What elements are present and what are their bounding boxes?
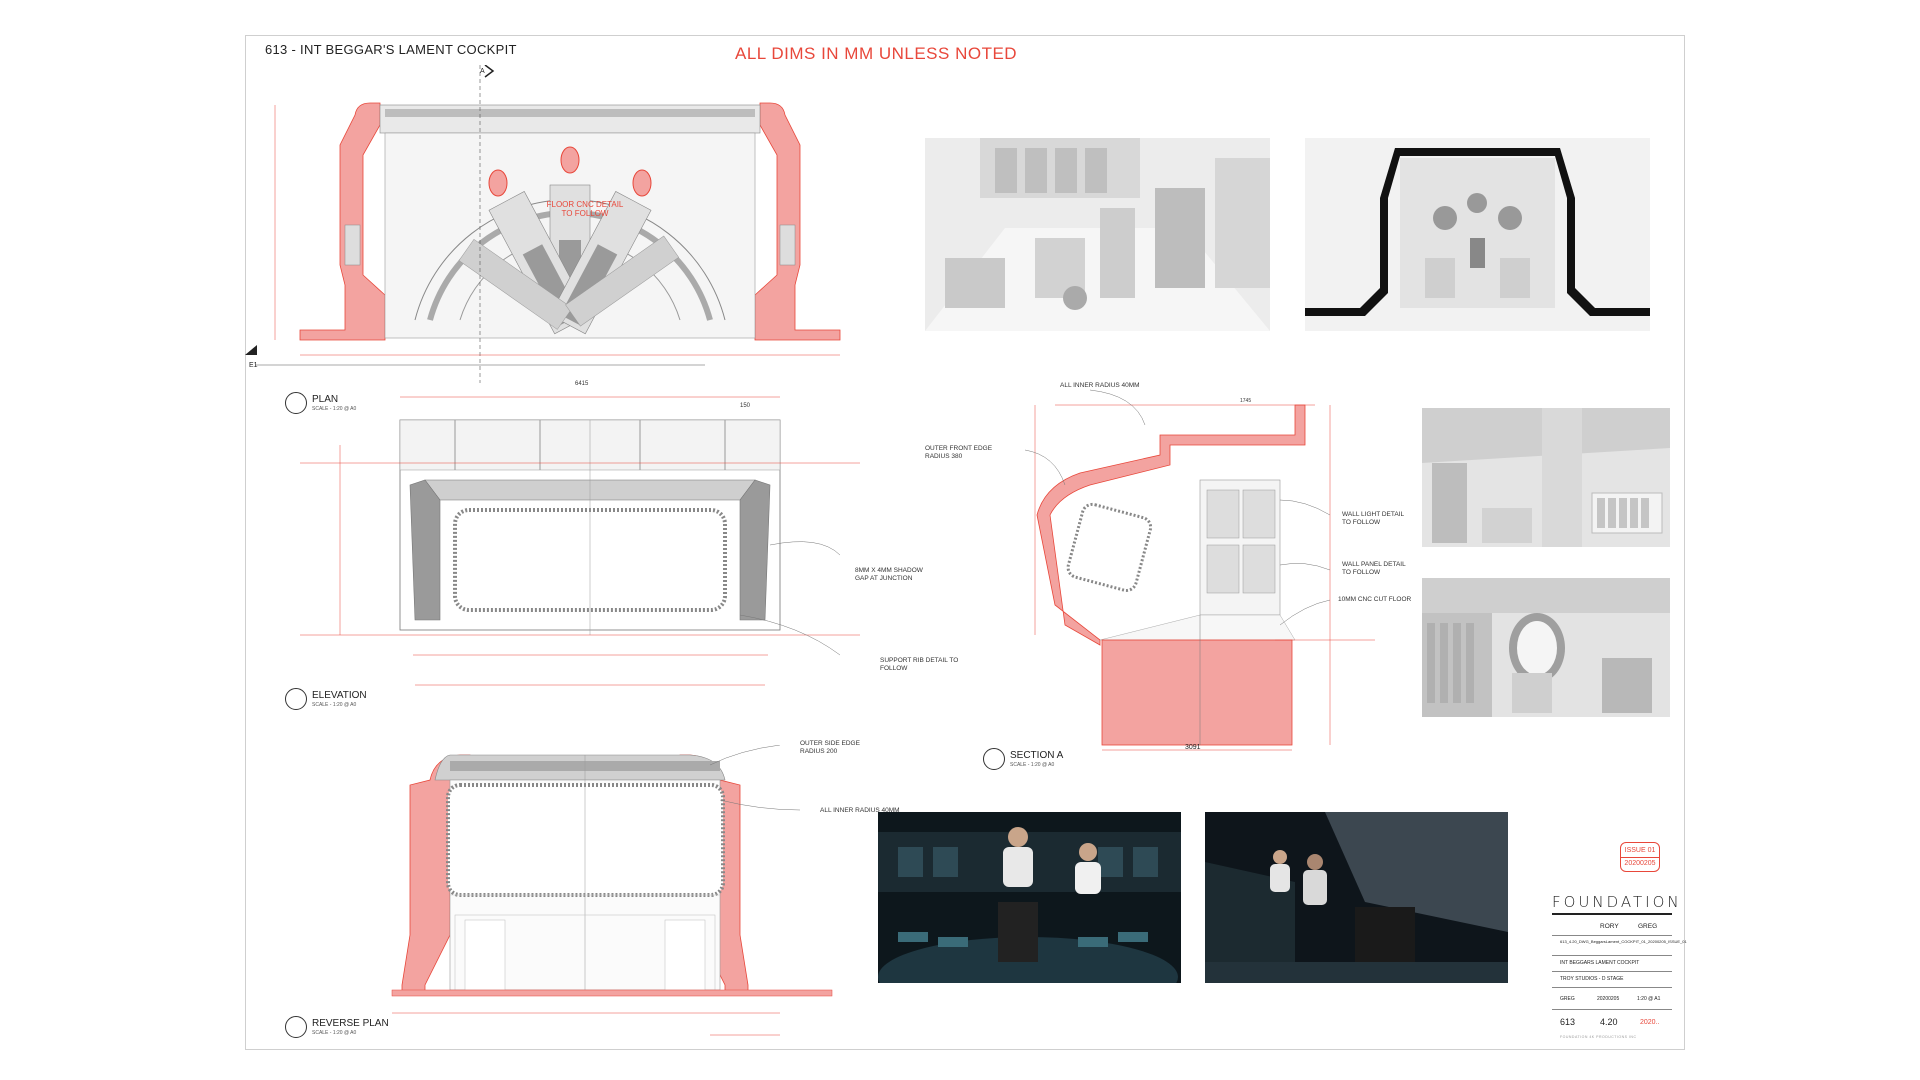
tb-location: TROY STUDIOS - D STAGE <box>1560 976 1624 982</box>
tb-set-no: 613 <box>1560 1017 1576 1027</box>
reverse-plan-view-marker <box>285 1016 307 1038</box>
render-cockpit-top-section <box>1305 138 1650 331</box>
photo-set-actors-side <box>1205 812 1508 983</box>
tb-file-name: 613_4.20_DWG_BeggarsLament_COCKPIT_01_20… <box>1560 939 1687 944</box>
tb-drawing-title: INT BEGGARS LAMENT COCKPIT <box>1560 960 1640 966</box>
sheet-title: 613 - INT BEGGAR'S LAMENT COCKPIT <box>265 42 517 57</box>
reverse-plan-inner-radius-note: ALL INNER RADIUS 40MM <box>820 807 900 814</box>
section-a-bottom-dim: 3091 <box>1185 744 1201 751</box>
plan-seat-left <box>488 169 508 197</box>
tb-designer: GREG <box>1560 996 1575 1002</box>
tb-print-date: 2020.. <box>1640 1019 1660 1026</box>
section-a-outer-front-note: OUTER FRONT EDGE RADIUS 380 <box>925 445 993 460</box>
drawing-sheet-border <box>245 35 1685 1050</box>
plan-section-marker-top: A <box>480 68 485 75</box>
photo-set-actors-front <box>878 812 1181 983</box>
plan-overall-dim: 6415 <box>575 381 589 387</box>
dims-note: ALL DIMS IN MM UNLESS NOTED <box>735 44 1018 63</box>
tb-checked: GREG <box>1638 923 1658 930</box>
tb-scale: 1:20 @ A1 <box>1637 996 1661 1002</box>
section-a-base <box>1101 639 1293 746</box>
elevation-top-dim: 150 <box>740 403 751 409</box>
section-a-cnc-floor-note: 10MM CNC CUT FLOOR <box>1338 596 1412 603</box>
render-cockpit-interior-upper <box>1422 408 1670 547</box>
section-a-top-dim: 1745 <box>1240 398 1251 404</box>
issue-stamp: ISSUE 01 20200205 <box>1620 842 1660 872</box>
foundation-logo: FOUNDATION <box>1552 893 1682 911</box>
section-a-view-marker <box>983 748 1005 770</box>
tb-date: 20200205 <box>1597 996 1620 1002</box>
tb-footer: FOUNDATION 4K PRODUCTIONS INC <box>1560 1035 1637 1039</box>
plan-view-marker <box>285 392 307 414</box>
elevation-shadow-gap-note: 8MM X 4MM SHADOW GAP AT JUNCTION <box>855 567 923 582</box>
plan-drawing: E1 A 6415 FLOOR CNC DETAIL TO FOLLOW <box>245 65 841 387</box>
section-a-inner-radius-note: ALL INNER RADIUS 40MM <box>1060 382 1140 389</box>
section-a-window <box>1066 502 1153 592</box>
plan-elevation-marker: E1 <box>249 362 258 369</box>
reverse-plan-outer-side-note: OUTER SIDE EDGE RADIUS 200 <box>800 740 860 755</box>
reverse-plan-drawing <box>391 745 833 1036</box>
tb-drawn-by: RORY <box>1600 923 1619 930</box>
elevation-drawing: 150 <box>300 396 860 686</box>
reverse-plan-window <box>446 783 725 897</box>
issue-date: 20200205 <box>1621 857 1659 870</box>
section-a-wall-light-note: WALL LIGHT DETAIL TO FOLLOW <box>1342 511 1404 526</box>
render-cockpit-interior-lower <box>1422 578 1670 717</box>
render-cockpit-perspective <box>925 138 1270 331</box>
issue-number: ISSUE 01 <box>1624 847 1656 854</box>
section-a-drawing: 1745 <box>1024 389 1375 751</box>
title-block: RORY GREG 613_4.20_DWG_BeggarsLament_COC… <box>1552 895 1687 1040</box>
plan-wall-left <box>299 102 386 341</box>
plan-floor-note: FLOOR CNC DETAIL TO FOLLOW <box>546 200 624 218</box>
section-a-hull-profile <box>1036 404 1306 646</box>
plan-elevation-arrow <box>245 345 257 355</box>
tb-sheet-no: 4.20 <box>1600 1017 1618 1027</box>
section-a-wall-panel-note: WALL PANEL DETAIL TO FOLLOW <box>1342 561 1406 576</box>
elevation-support-rib-note: SUPPORT RIB DETAIL TO FOLLOW <box>880 657 959 672</box>
plan-seat-right <box>632 169 652 197</box>
elevation-view-marker <box>285 688 307 710</box>
plan-seat-center <box>560 146 580 174</box>
plan-wall-right <box>754 102 841 341</box>
